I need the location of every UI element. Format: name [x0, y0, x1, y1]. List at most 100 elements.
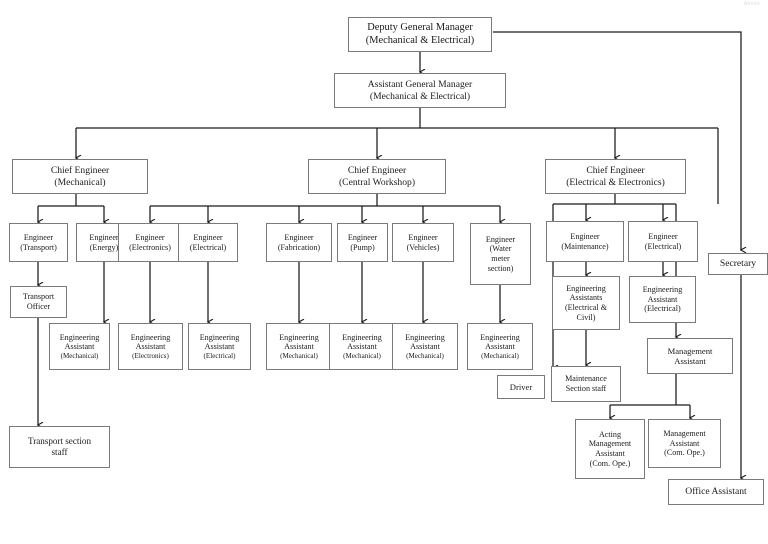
node-engineering-assistant-electrical-right[interactable]: Engineering Assistant (Electrical): [629, 276, 696, 323]
node-line: (Mechanical): [280, 351, 318, 360]
node-line: Engineering: [480, 332, 520, 342]
node-line: Engineer: [485, 234, 516, 244]
node-line: Engineering: [130, 332, 171, 342]
node-line: Engineering: [642, 285, 683, 295]
node-line: (Mechanical & Electrical): [369, 90, 471, 102]
node-line: (Electrical): [189, 242, 227, 252]
node-line: Assistant: [135, 342, 166, 352]
node-line: (Energy): [89, 242, 119, 252]
node-transport-section-staff[interactable]: Transport section staff: [9, 426, 110, 468]
node-line: Office Assistant: [685, 486, 747, 498]
node-engineer-fabrication[interactable]: Engineer (Fabrication): [266, 223, 332, 262]
node-engineering-assistant-electrical[interactable]: Engineering Assistant (Electrical): [188, 323, 251, 370]
node-line: Deputy General Manager: [367, 22, 473, 34]
node-line: (Electronics): [129, 242, 171, 252]
node-line: Transport: [22, 292, 55, 302]
node-line: (Vehicles): [406, 242, 440, 252]
node-engineering-assistant-electronics[interactable]: Engineering Assistant (Electronics): [118, 323, 183, 370]
node-line: (Transport): [20, 242, 57, 252]
node-line: (Mechanical): [54, 176, 106, 188]
node-line: Engineering: [405, 332, 445, 342]
node-line: Assistant: [674, 356, 706, 366]
node-line: Assistant: [647, 294, 678, 304]
node-line: Engineer: [284, 232, 314, 242]
node-line: Engineer: [347, 232, 378, 242]
node-line: (Electrical): [644, 304, 681, 314]
node-transport-officer[interactable]: Transport Officer: [10, 286, 67, 318]
node-office-assistant[interactable]: Office Assistant: [668, 479, 764, 505]
node-line: (Electronics): [132, 351, 169, 360]
node-engineering-assistant-mechanical-4[interactable]: Engineering Assistant (Mechanical): [392, 323, 458, 370]
node-line: Engineer: [89, 232, 119, 242]
node-maintenance-section-staff[interactable]: Maintenance Section staff: [551, 366, 621, 402]
node-line: Civil): [576, 312, 596, 322]
node-line: Engineering: [342, 332, 382, 342]
node-engineer-electronics[interactable]: Engineer (Electronics): [118, 223, 182, 262]
node-line: Assistant: [64, 342, 95, 352]
node-deputy-general-manager[interactable]: Deputy General Manager (Mechanical & Ele…: [348, 17, 492, 52]
node-line: staff: [51, 447, 68, 457]
node-line: (Com. Ope.): [589, 458, 631, 468]
node-engineer-electrical[interactable]: Engineer (Electrical): [178, 223, 238, 262]
node-line: Secretary: [719, 258, 757, 270]
node-line: (Mechanical): [60, 351, 99, 360]
node-engineering-assistant-mechanical-1[interactable]: Engineering Assistant (Mechanical): [49, 323, 110, 370]
node-line: (Central Workshop): [338, 176, 416, 188]
node-line: Officer: [26, 302, 51, 311]
node-line: Engineer: [648, 231, 678, 241]
node-engineering-assistant-mechanical-2[interactable]: Engineering Assistant (Mechanical): [266, 323, 332, 370]
corner-annotation: Annex: [743, 1, 760, 7]
node-line: Engineer: [193, 232, 223, 242]
node-line: Assistant: [347, 342, 377, 352]
node-line: (Water: [489, 244, 512, 254]
node-line: meter: [491, 254, 510, 263]
node-line: (Com. Ope.): [664, 448, 705, 458]
node-engineer-transport[interactable]: Engineer (Transport): [9, 223, 68, 262]
node-management-assistant[interactable]: Management Assistant: [647, 338, 733, 374]
node-line: Transport section: [27, 436, 92, 447]
node-line: Chief Engineer: [347, 165, 407, 177]
node-line: Assistant: [284, 342, 314, 352]
node-line: (Electrical &: [564, 303, 608, 312]
node-line: Section staff: [565, 384, 607, 393]
node-line: (Pump): [350, 242, 375, 252]
node-chief-engineer-central-workshop[interactable]: Chief Engineer (Central Workshop): [308, 159, 446, 194]
node-line: Assistants: [569, 293, 603, 303]
node-line: Assistant: [669, 438, 700, 448]
node-line: Engineer: [135, 232, 165, 242]
node-secretary[interactable]: Secretary: [708, 253, 768, 275]
node-line: Assistant: [595, 449, 625, 458]
node-line: section): [487, 263, 514, 273]
node-line: Management: [663, 429, 706, 439]
node-engineering-assistant-mechanical-3[interactable]: Engineering Assistant (Mechanical): [329, 323, 395, 370]
node-line: Assistant General Manager: [367, 79, 473, 91]
node-assistant-general-manager[interactable]: Assistant General Manager (Mechanical & …: [334, 73, 506, 108]
node-line: Maintenance: [565, 374, 607, 384]
node-line: Engineer: [570, 231, 600, 241]
node-line: Engineer: [23, 232, 54, 242]
node-driver[interactable]: Driver: [497, 375, 545, 399]
node-line: Assistant: [410, 342, 440, 352]
node-chief-engineer-mechanical[interactable]: Chief Engineer (Mechanical): [12, 159, 148, 194]
node-line: (Fabrication): [277, 242, 321, 252]
node-line: (Mechanical): [406, 351, 444, 360]
node-engineer-vehicles[interactable]: Engineer (Vehicles): [392, 223, 454, 262]
node-acting-management-assistant[interactable]: Acting Management Assistant (Com. Ope.): [575, 419, 645, 479]
node-line: (Mechanical & Electrical): [365, 34, 475, 46]
node-line: Acting: [598, 429, 622, 439]
node-engineer-water-meter-section[interactable]: Engineer (Water meter section): [470, 223, 531, 285]
node-line: Engineer: [408, 232, 438, 242]
node-engineering-assistants-electrical-civil[interactable]: Engineering Assistants (Electrical & Civ…: [552, 276, 620, 330]
node-engineer-maintenance[interactable]: Engineer (Maintenance): [546, 221, 624, 262]
node-line: Engineering: [199, 332, 240, 342]
node-line: (Electrical): [203, 351, 236, 360]
node-management-assistant-com-ope[interactable]: Management Assistant (Com. Ope.): [648, 419, 721, 468]
node-line: Engineering: [566, 283, 606, 293]
node-chief-engineer-electrical-electronics[interactable]: Chief Engineer (Electrical & Electronics…: [545, 159, 686, 194]
node-engineer-pump[interactable]: Engineer (Pump): [337, 223, 388, 262]
node-line: Chief Engineer: [50, 165, 110, 177]
node-engineer-electrical-right[interactable]: Engineer (Electrical): [628, 221, 698, 262]
node-line: Management: [667, 345, 713, 356]
node-engineering-assistant-mechanical-5[interactable]: Engineering Assistant (Mechanical): [467, 323, 533, 370]
